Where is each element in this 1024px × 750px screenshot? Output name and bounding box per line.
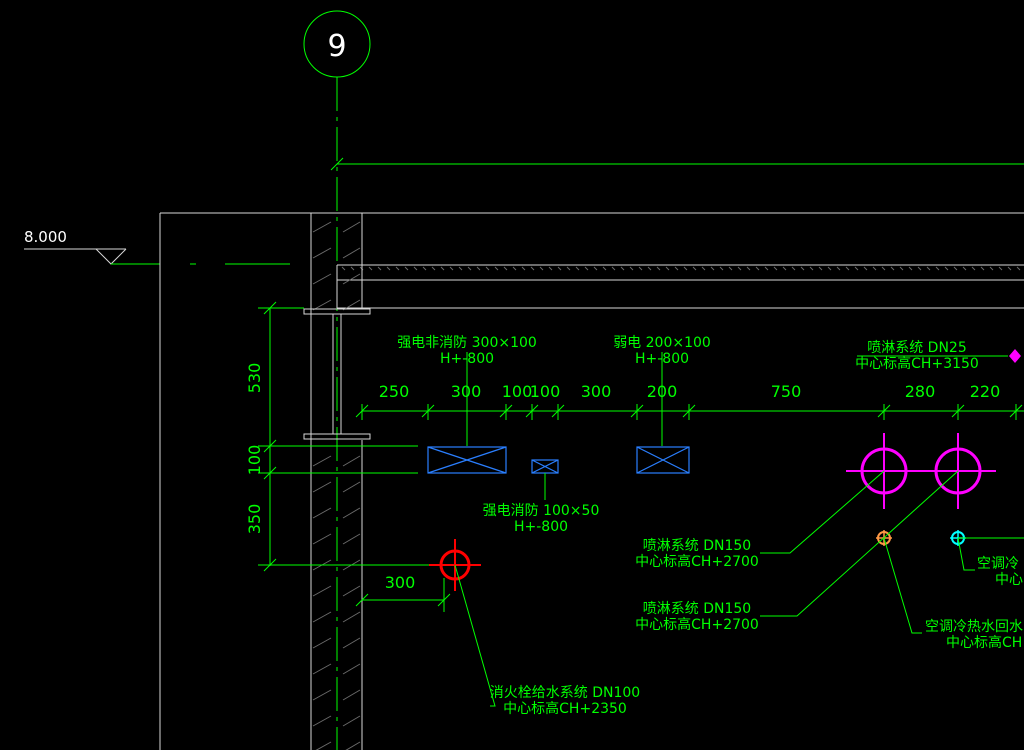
vertical-dimension-chain: 530 100 350 xyxy=(245,301,440,572)
cable-tray-strong-nonfire xyxy=(427,446,507,474)
grid-axis-marker: 9 xyxy=(303,10,371,750)
column xyxy=(310,213,363,750)
horizontal-dim-label: 100 xyxy=(530,382,561,401)
beam-offset-dimension: 300 xyxy=(355,573,451,612)
sprinkler-dn150-b-label: 喷淋系统 DN150 xyxy=(643,601,751,617)
leader-lines xyxy=(454,352,1024,707)
horizontal-dim-label: 300 xyxy=(451,382,482,401)
grid-axis-label: 9 xyxy=(327,29,346,64)
weak-tray-label: 弱电 200×100 xyxy=(613,335,711,351)
vertical-dim-label: 530 xyxy=(245,363,264,394)
vertical-dim-label: 100 xyxy=(245,445,264,476)
cable-tray-weak xyxy=(636,446,690,474)
strong-fire-tray-label: 强电消防 100×50 xyxy=(483,503,600,519)
room-outline xyxy=(159,212,1024,750)
column-hatch xyxy=(312,221,361,750)
strong-nonfire-tray-label: 强电非消防 300×100 xyxy=(397,335,537,351)
weak-tray-height: H+-800 xyxy=(635,351,689,367)
annotations: 强电非消防 300×100 H+-800 弱电 200×100 H+-800 强… xyxy=(397,335,1023,717)
ac-return-label: 空调冷热水回水 xyxy=(925,619,1023,635)
horizontal-dim-label: 220 xyxy=(970,382,1001,401)
sprinkler-pipe-dn25 xyxy=(1009,349,1021,363)
vertical-dim-label: 350 xyxy=(245,504,264,535)
strong-nonfire-tray-height: H+-800 xyxy=(440,351,494,367)
sprinkler-dn25-label: 喷淋系统 DN25 xyxy=(867,340,967,356)
hydrant-elevation: 中心标高CH+2350 xyxy=(503,700,627,717)
steel-beam xyxy=(303,308,371,440)
horizontal-dimension-chain: 250 300 100 100 300 200 750 280 220 xyxy=(355,382,1024,420)
strong-fire-tray-height: H+-800 xyxy=(514,519,568,535)
beam-offset-label: 300 xyxy=(385,573,416,592)
floor-slab xyxy=(336,264,1024,309)
slab-hatch xyxy=(341,266,1021,271)
horizontal-dim-label: 250 xyxy=(379,382,410,401)
sprinkler-dn150-a-elevation: 中心标高CH+2700 xyxy=(635,553,759,570)
elevation-marker: 8.000 xyxy=(24,228,290,265)
ac-supply-label: 空调冷 xyxy=(977,556,1019,572)
sprinkler-dn150-b-elevation: 中心标高CH+2700 xyxy=(635,616,759,633)
horizontal-dim-label: 100 xyxy=(502,382,533,401)
horizontal-dim-label: 280 xyxy=(905,382,936,401)
top-dimension-line xyxy=(330,157,1024,171)
ac-return-elevation: 中心标高CH xyxy=(946,634,1022,651)
ac-supply-elevation: 中心 xyxy=(995,572,1023,588)
sprinkler-dn25-elevation: 中心标高CH+3150 xyxy=(855,355,979,372)
horizontal-dim-label: 300 xyxy=(581,382,612,401)
sprinkler-dn150-a-label: 喷淋系统 DN150 xyxy=(643,538,751,554)
elevation-label: 8.000 xyxy=(24,228,67,246)
hydrant-label: 消火栓给水系统 DN100 xyxy=(490,685,640,701)
horizontal-dim-label: 750 xyxy=(771,382,802,401)
cable-tray-strong-fire xyxy=(531,459,559,474)
